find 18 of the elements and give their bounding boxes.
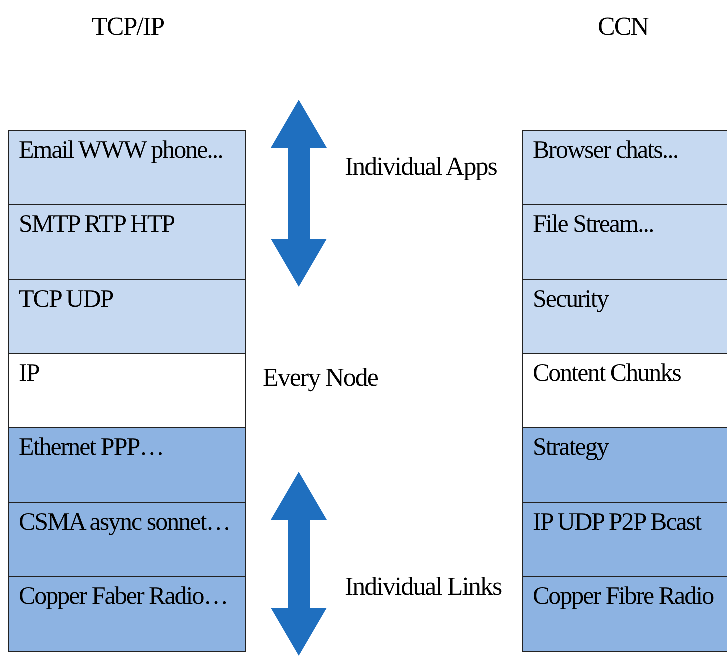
protocol-layer: IP	[8, 352, 246, 429]
protocol-layer: Email WWW phone...	[8, 130, 246, 206]
layer-caption: Every Node	[263, 363, 378, 393]
protocol-layer: CSMA async sonnet…	[8, 502, 246, 578]
protocol-layer: SMTP RTP HTP	[8, 204, 246, 280]
protocol-layer: Copper Fibre Radio	[522, 576, 727, 652]
protocol-layer: Copper Faber Radio…	[8, 576, 246, 652]
stack-heading: CCN	[598, 12, 648, 42]
stack-heading: TCP/IP	[92, 12, 164, 42]
protocol-layer: TCP UDP	[8, 278, 246, 354]
protocol-layer: File Stream...	[522, 204, 727, 280]
protocol-layer: Ethernet PPP…	[8, 427, 246, 503]
protocol-layer: IP UDP P2P Bcast	[522, 502, 727, 578]
protocol-layer: Security	[522, 278, 727, 354]
protocol-layer: Strategy	[522, 427, 727, 503]
layer-caption: Individual Apps	[345, 152, 497, 182]
protocol-layer: Browser chats...	[522, 130, 727, 206]
layer-caption: Individual Links	[345, 572, 502, 602]
